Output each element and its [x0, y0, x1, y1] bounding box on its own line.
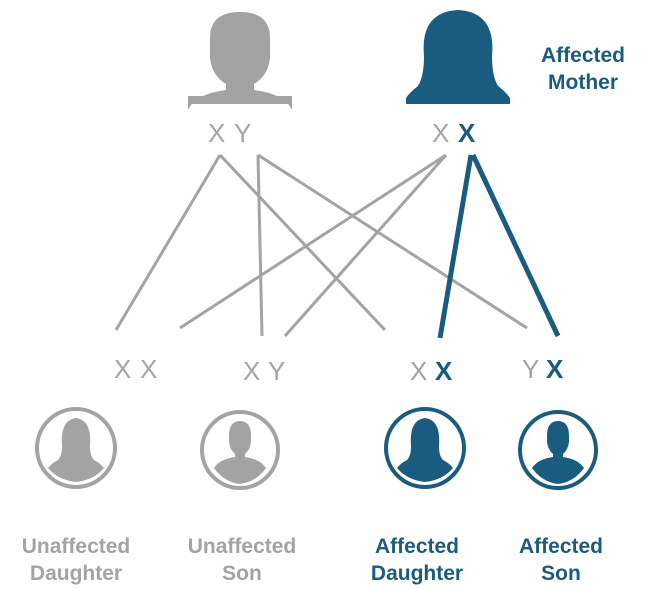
- unaffected-son-label: Unaffected Son: [172, 533, 312, 587]
- line-mother-x-to-son1: [283, 154, 448, 337]
- line-mother-xbold-to-affected-daughter: [437, 154, 474, 339]
- affected-son-label: Affected Son: [500, 533, 622, 587]
- offspring2-chromosome-2: Y: [268, 356, 285, 386]
- affected-mother-label: Affected Mother: [520, 42, 646, 96]
- affected-son-icon: [518, 410, 598, 490]
- affected-daughter-label-line1: Affected: [374, 535, 459, 558]
- line-father-x-to-daughter1: [114, 154, 222, 331]
- unaffected-daughter-label-line2: Daughter: [29, 562, 123, 585]
- mother-silhouette-icon: [406, 10, 510, 104]
- line-father-y-to-son1: [256, 154, 264, 337]
- father-silhouette-icon: [188, 12, 292, 110]
- unaffected-daughter-icon: [35, 407, 117, 489]
- offspring4-chromosome-1: Y: [522, 354, 539, 384]
- offspring3-chromosome-2-affected: X: [435, 356, 453, 386]
- unaffected-son-icon: [200, 410, 280, 490]
- line-father-x-to-affected-daughter: [218, 153, 387, 332]
- father-chromosome-x: X: [208, 118, 225, 148]
- mother-chromosome-x-affected: X: [458, 118, 476, 148]
- affected-daughter-icon: [384, 407, 466, 489]
- affected-mother-label-line1: Affected: [540, 44, 625, 67]
- affected-daughter-label: Affected Daughter: [352, 533, 482, 587]
- mother-chromosome-x: X: [432, 118, 449, 148]
- offspring4-chromosome-2-affected: X: [546, 354, 564, 384]
- unaffected-daughter-label-line1: Unaffected: [21, 535, 131, 558]
- affected-son-label-line1: Affected: [518, 535, 603, 558]
- offspring3-chromosome-1: X: [410, 356, 427, 386]
- affected-mother-label-line2: Mother: [548, 71, 618, 94]
- father-chromosome-y: Y: [234, 118, 251, 148]
- line-father-y-to-affected-son: [257, 153, 528, 330]
- offspring1-chromosome-1: X: [114, 354, 131, 384]
- offspring2-chromosome-1: X: [243, 356, 260, 386]
- affected-son-label-line2: Son: [541, 562, 581, 585]
- unaffected-son-label-line1: Unaffected: [187, 535, 297, 558]
- inheritance-lines: [114, 153, 561, 339]
- line-mother-x-to-daughter1: [179, 153, 447, 330]
- offspring1-chromosome-2: X: [140, 354, 157, 384]
- line-mother-xbold-to-affected-son: [470, 153, 561, 338]
- affected-daughter-label-line2: Daughter: [370, 562, 464, 585]
- unaffected-daughter-label: Unaffected Daughter: [6, 533, 146, 587]
- unaffected-son-label-line2: Son: [222, 562, 262, 585]
